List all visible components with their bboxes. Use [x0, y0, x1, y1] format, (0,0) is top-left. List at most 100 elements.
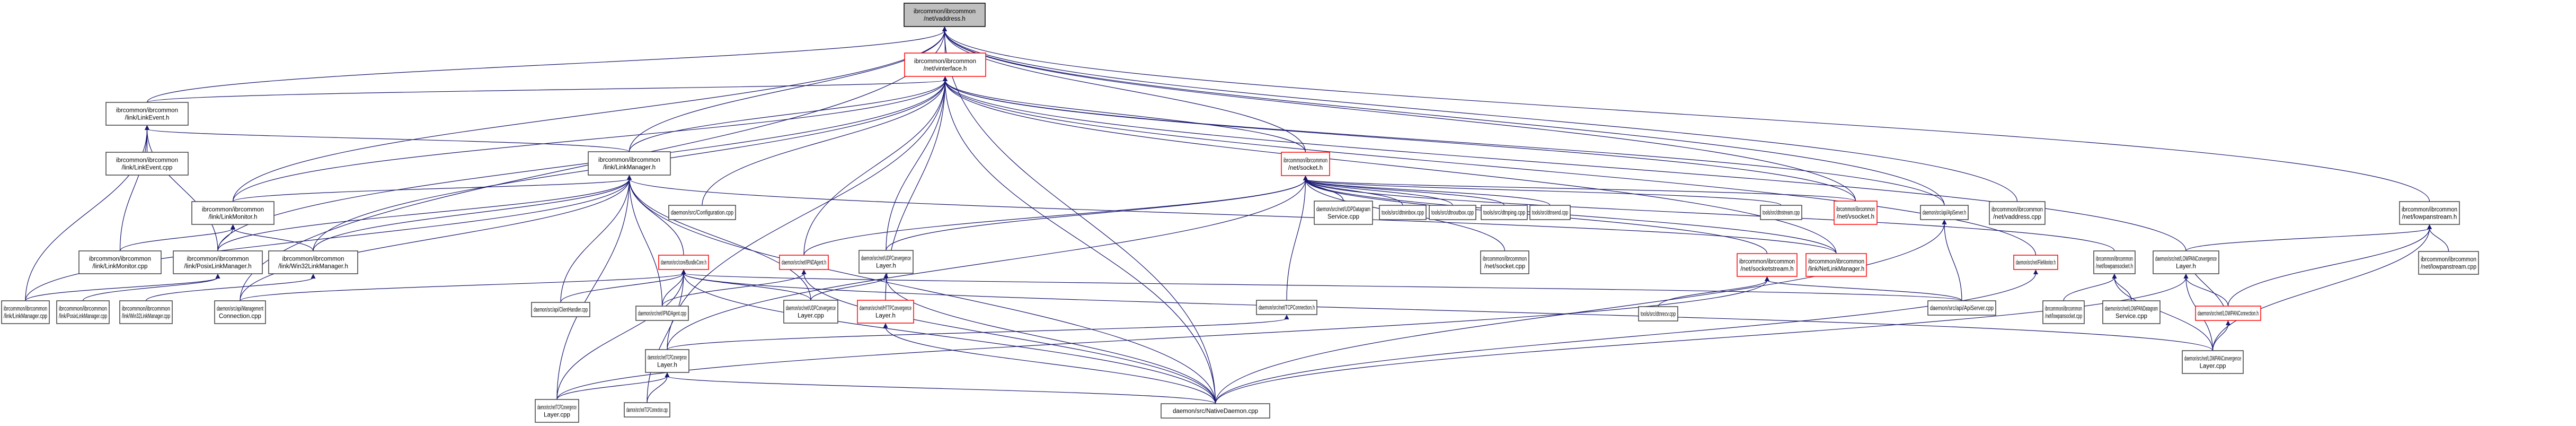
graph-node-linkmanager-cpp[interactable]: ibrcommon/ibrcommon/link/LinkManager.cpp	[1, 300, 50, 324]
graph-node-dtnsend-cpp[interactable]: tools/src/dtnsend.cpp	[1529, 205, 1571, 220]
node-box[interactable]	[1, 300, 50, 324]
graph-node-tcpconnection-cpp[interactable]: daemon/src/net/TCPConnection.cpp	[624, 402, 670, 418]
graph-node-apiserver-h[interactable]: daemon/src/api/ApiServer.h	[1920, 205, 1969, 220]
graph-node-clienthandler-cpp[interactable]: daemon/src/api/ClientHandler.cpp	[531, 302, 590, 317]
graph-node-dtnstream-cpp[interactable]: tools/src/dtnstream.cpp	[1760, 205, 1802, 220]
graph-node-posixlinkmanager-cpp[interactable]: ibrcommon/ibrcommon/link/PosixLinkManage…	[56, 300, 110, 324]
graph-node-filemonitor-h[interactable]: daemon/src/net/FileMonitor.h	[2013, 255, 2058, 270]
node-box[interactable]	[2182, 350, 2244, 374]
graph-node-vaddress-h[interactable]: ibrcommon/ibrcommon/net/vaddress.h	[904, 3, 986, 27]
node-box[interactable]	[2195, 306, 2261, 321]
graph-node-vaddress-cpp[interactable]: ibrcommon/ibrcommon/net/vaddress.cpp	[1989, 201, 2046, 225]
node-box[interactable]	[1379, 205, 1427, 220]
graph-node-lowpanconvergencelayer-cpp[interactable]: daemon/src/net/LOWPANConvergenceLayer.cp…	[2182, 350, 2244, 374]
node-box[interactable]	[1834, 201, 1878, 225]
graph-node-vinterface-h[interactable]: ibrcommon/ibrcommon/net/vinterface.h	[904, 53, 986, 77]
node-box[interactable]	[904, 3, 986, 27]
graph-node-ipndagent-h[interactable]: daemon/src/net/IPNDAgent.h	[779, 255, 829, 270]
graph-node-posixlinkmanager-h[interactable]: ibrcommon/ibrcommon/link/PosixLinkManage…	[173, 250, 263, 274]
graph-node-ipndagent-cpp[interactable]: daemon/src/net/IPNDAgent.cpp	[635, 306, 689, 321]
node-box[interactable]	[2013, 255, 2058, 270]
node-box[interactable]	[857, 300, 914, 324]
node-box[interactable]	[2399, 201, 2460, 225]
graph-node-win32linkmanager-cpp[interactable]: ibrcommon/ibrcommon/link/Win32LinkManage…	[119, 300, 173, 324]
node-box[interactable]	[1256, 300, 1317, 315]
node-box[interactable]	[783, 300, 838, 324]
graph-node-socket-h[interactable]: ibrcommon/ibrcommon/net/socket.h	[1281, 152, 1330, 176]
graph-node-dtnping-cpp[interactable]: tools/src/dtnping.cpp	[1481, 205, 1528, 220]
node-box[interactable]	[668, 205, 736, 220]
node-box[interactable]	[1737, 253, 1798, 277]
node-box[interactable]	[1429, 205, 1476, 220]
graph-node-dtninbox-cpp[interactable]: tools/src/dtninbox.cpp	[1379, 205, 1427, 220]
node-box[interactable]	[173, 250, 263, 274]
node-box[interactable]	[2093, 250, 2136, 274]
node-box[interactable]	[1281, 152, 1330, 176]
node-box[interactable]	[2418, 251, 2479, 275]
graph-node-lowpansocket-h[interactable]: ibrcommon/ibrcommon/net/lowpansocket.h	[2093, 250, 2136, 274]
node-box[interactable]	[531, 302, 590, 317]
node-box[interactable]	[624, 402, 670, 418]
node-box[interactable]	[658, 255, 709, 270]
node-box[interactable]	[1760, 205, 1802, 220]
node-box[interactable]	[1529, 205, 1571, 220]
node-box[interactable]	[1481, 205, 1528, 220]
graph-node-linkmonitor-h[interactable]: ibrcommon/ibrcommon/link/LinkMonitor.h	[191, 201, 275, 225]
node-box[interactable]	[1161, 403, 1270, 419]
node-box[interactable]	[779, 255, 829, 270]
graph-node-lowpanstream-h[interactable]: ibrcommon/ibrcommon/net/lowpanstream.h	[2399, 201, 2460, 225]
node-box[interactable]	[268, 250, 358, 274]
node-box[interactable]	[1638, 306, 1678, 321]
node-box[interactable]	[191, 201, 275, 225]
node-box[interactable]	[635, 306, 689, 321]
node-box[interactable]	[588, 151, 671, 176]
graph-node-linkevent-h[interactable]: ibrcommon/ibrcommon/link/LinkEvent.h	[105, 102, 189, 126]
node-box[interactable]	[1927, 300, 1996, 316]
node-box[interactable]	[645, 349, 689, 373]
graph-node-nativedaemon-cpp[interactable]: daemon/src/NativeDaemon.cpp	[1161, 403, 1270, 419]
graph-node-configuration-cpp[interactable]: daemon/src/Configuration.cpp	[668, 205, 736, 220]
node-box[interactable]	[78, 250, 162, 274]
node-box[interactable]	[119, 300, 173, 324]
graph-node-win32linkmanager-h[interactable]: ibrcommon/ibrcommon/link/Win32LinkManage…	[268, 250, 358, 274]
graph-node-dtnrecv-cpp[interactable]: tools/src/dtnrecv.cpp	[1638, 306, 1678, 321]
graph-node-linkevent-cpp[interactable]: ibrcommon/ibrcommon/link/LinkEvent.cpp	[105, 152, 189, 176]
graph-node-socket-cpp[interactable]: ibrcommon/ibrcommon/net/socket.cpp	[1480, 250, 1529, 274]
graph-node-apiserver-cpp[interactable]: daemon/src/api/ApiServer.cpp	[1927, 300, 1996, 316]
node-box[interactable]	[904, 53, 986, 77]
graph-node-bundlecore-h[interactable]: daemon/src/core/BundleCore.h	[658, 255, 709, 270]
graph-node-vsocket-h[interactable]: ibrcommon/ibrcommon/net/vsocket.h	[1834, 201, 1878, 225]
node-box[interactable]	[1480, 250, 1529, 274]
node-box[interactable]	[535, 399, 579, 423]
graph-node-lowpansocket-cpp[interactable]: ibrcommon/ibrcommon/net/lowpansocket.cpp	[2042, 300, 2085, 324]
graph-node-lowpanconnection-h[interactable]: daemon/src/net/LOWPANConnection.h	[2195, 306, 2261, 321]
node-box[interactable]	[56, 300, 110, 324]
graph-node-socketstream-h[interactable]: ibrcommon/ibrcommon/net/socketstream.h	[1737, 253, 1798, 277]
graph-node-tcpconnection-h[interactable]: daemon/src/net/TCPConnection.h	[1256, 300, 1317, 315]
node-box[interactable]	[105, 152, 189, 176]
node-box[interactable]	[1805, 253, 1867, 277]
node-box[interactable]	[2042, 300, 2085, 324]
node-box[interactable]	[1314, 201, 1373, 225]
graph-node-dtnoutbox-cpp[interactable]: tools/src/dtnoutbox.cpp	[1429, 205, 1476, 220]
graph-node-linkmanager-h[interactable]: ibrcommon/ibrcommon/link/LinkManager.h	[588, 151, 671, 176]
node-box[interactable]	[105, 102, 189, 126]
node-box[interactable]	[1920, 205, 1969, 220]
node-box[interactable]	[858, 250, 914, 274]
graph-node-linkmonitor-cpp[interactable]: ibrcommon/ibrcommon/link/LinkMonitor.cpp	[78, 250, 162, 274]
node-box[interactable]	[1989, 201, 2046, 225]
graph-node-netlinkmanager-h[interactable]: ibrcommon/ibrcommon/link/NetLinkManager.…	[1805, 253, 1867, 277]
node-box[interactable]	[2102, 300, 2161, 324]
node-box[interactable]	[2153, 250, 2219, 274]
node-box[interactable]	[214, 300, 266, 324]
graph-node-lowpanstream-cpp[interactable]: ibrcommon/ibrcommon/net/lowpanstream.cpp	[2418, 251, 2479, 275]
